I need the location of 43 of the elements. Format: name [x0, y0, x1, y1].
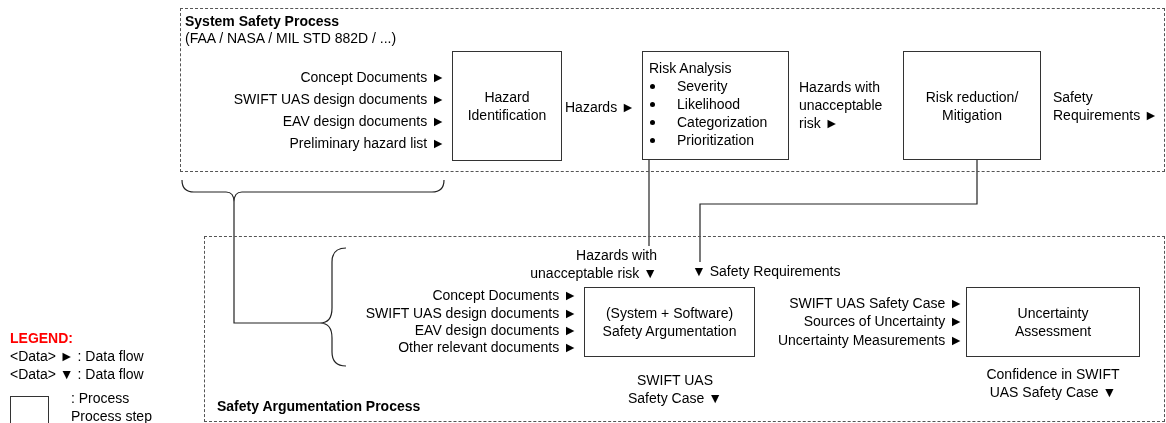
process-label: Uncertainty Assessment [1013, 304, 1093, 340]
data-flow-text: Concept Documents ► [432, 286, 577, 304]
data-flow-text: Safety Requirements ► [1053, 88, 1159, 124]
process-box [966, 287, 1140, 357]
process-title: Risk Analysis [649, 59, 732, 77]
process-label: (System + Software) Safety Argumentation [601, 304, 738, 340]
data-flow-text: Concept Documents ► [300, 68, 445, 86]
data-flow-text: EAV design documents ► [414, 321, 577, 339]
output-data-text: SWIFT UAS Safety Case ▼ [627, 371, 723, 407]
process-box [642, 51, 789, 160]
process-label: Risk reduction/ Mitigation [924, 87, 1020, 124]
data-flow-text: SWIFT UAS Safety Case ► [789, 294, 963, 312]
legend-title: LEGEND: [10, 329, 73, 347]
data-flow-text: ▼ Safety Requirements [692, 262, 862, 280]
data-flow-text: SWIFT UAS design documents ► [233, 90, 445, 108]
region-subtitle: (FAA / NASA / MIL STD 882D / ...) [185, 29, 397, 47]
data-flow-text: Hazards with unacceptable risk ► [799, 78, 884, 132]
data-flow-text: SWIFT UAS design documents ► [365, 304, 577, 322]
data-flow-text: Hazards ► [565, 98, 635, 116]
region-title: System Safety Process [185, 12, 340, 30]
legend-text: : Process Process step [71, 389, 153, 423]
data-flow-text: Other relevant documents ► [398, 338, 577, 356]
list-item: Categorization [677, 114, 768, 130]
data-flow-text: Sources of Uncertainty ► [803, 312, 963, 330]
dashed-process-region [204, 236, 1165, 422]
data-flow-text: Hazards with unacceptable risk ▼ [500, 246, 657, 282]
region-title: Safety Argumentation Process [217, 397, 421, 415]
process-box [452, 51, 562, 161]
dashed-process-region [180, 8, 1165, 172]
data-flow-text: Preliminary hazard list ► [289, 134, 445, 152]
output-data-text: Confidence in SWIFT UAS Safety Case ▼ [986, 365, 1120, 401]
process-box [584, 287, 755, 357]
data-flow-text: EAV design documents ► [282, 112, 445, 130]
process-box [903, 51, 1041, 160]
legend-text: <Data> ► : Data flow [10, 347, 144, 365]
process-label: Hazard Identification [466, 88, 548, 124]
data-flow-connector [699, 159, 978, 263]
list-item: Prioritization [677, 132, 755, 148]
legend-text: <Data> ▼ : Data flow [10, 365, 144, 383]
data-flow-text: Uncertainty Measurements ► [777, 331, 963, 349]
list-item: Likelihood [677, 96, 741, 112]
list-item: Severity [677, 78, 728, 94]
data-flow-connector [648, 159, 650, 247]
